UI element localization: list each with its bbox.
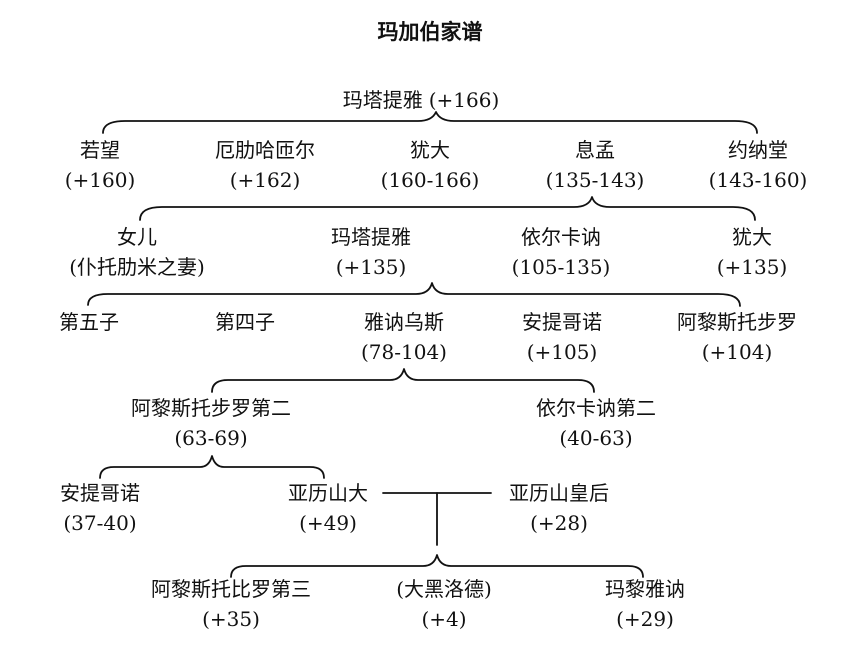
brace-generation-5	[99, 455, 325, 479]
person-name: 犹大	[410, 138, 450, 162]
person-years: (37-40)	[63, 511, 137, 535]
person-name: 若望	[79, 138, 120, 162]
person-years: (78-104)	[361, 340, 447, 364]
brace-generation-3	[87, 282, 741, 307]
person-name: 依尔卡讷	[521, 225, 601, 249]
person-name: (大黑洛德)	[396, 577, 492, 601]
person-name: 雅讷乌斯	[364, 310, 444, 334]
person-years: (+4)	[421, 607, 467, 631]
person-mattathias: 玛塔提雅(+166)	[343, 85, 500, 115]
person-aristobulus-2: 阿黎斯托步罗第二 (63-69)	[131, 393, 291, 453]
person-name: 玛塔提雅	[342, 88, 423, 112]
person-aristobulus: 阿黎斯托步罗 (+104)	[677, 307, 797, 367]
person-alexandra: 亚历山皇后 (+28)	[509, 478, 609, 538]
brace-generation-6	[230, 554, 644, 578]
person-years: (+29)	[616, 607, 674, 631]
person-years: (+35)	[202, 607, 260, 631]
person-years: (+105)	[526, 340, 598, 364]
person-daughter: 女儿 (仆托肋米之妻)	[69, 222, 205, 282]
brace-generation-2	[139, 196, 756, 221]
person-jannaeus: 雅讷乌斯 (78-104)	[361, 307, 447, 367]
person-years: (135-143)	[545, 168, 645, 192]
person-alexander: 亚历山大 (+49)	[288, 478, 368, 538]
person-name: 亚历山皇后	[509, 481, 609, 505]
person-fifth-son: 第五子	[59, 307, 119, 337]
person-name: 阿黎斯托步罗第二	[131, 396, 291, 420]
person-hyrcanus: 依尔卡讷 (105-135)	[512, 222, 611, 282]
person-name: 安提哥诺	[60, 481, 140, 505]
person-years: (+166)	[428, 88, 500, 112]
person-note: (仆托肋米之妻)	[69, 255, 205, 279]
brace-generation-4	[211, 368, 595, 393]
person-name: 第五子	[59, 310, 119, 334]
person-hyrcanus-2: 依尔卡讷第二 (40-63)	[536, 393, 656, 453]
person-name: 阿黎斯托步罗	[677, 310, 797, 334]
person-years: (+162)	[229, 168, 301, 192]
person-name: 玛黎雅讷	[605, 577, 685, 601]
person-jonathan: 约纳堂 (143-160)	[709, 135, 808, 195]
person-name: 女儿	[116, 225, 157, 249]
person-name: 亚历山大	[288, 481, 368, 505]
person-years: (+49)	[299, 511, 357, 535]
person-name: 安提哥诺	[522, 310, 602, 334]
person-name: 犹大	[731, 225, 772, 249]
person-name: 依尔卡讷第二	[536, 396, 656, 420]
person-years: (40-63)	[559, 426, 633, 450]
person-john: 若望 (+160)	[65, 135, 136, 195]
person-judas: 犹大 (160-166)	[381, 135, 480, 195]
person-mariamne: 玛黎雅讷 (+29)	[605, 574, 685, 634]
person-eleazar: 厄肋哈匝尔 (+162)	[215, 135, 315, 195]
page-title: 玛加伯家谱	[377, 20, 483, 44]
person-mattathias-2: 玛塔提雅 (+135)	[331, 222, 411, 282]
person-aristobulus-3: 阿黎斯托比罗第三 (+35)	[151, 574, 311, 634]
person-name: 阿黎斯托比罗第三	[151, 577, 311, 601]
person-years: (105-135)	[511, 255, 611, 279]
person-years: (+28)	[530, 511, 588, 535]
person-herod: (大黑洛德) (+4)	[396, 574, 492, 634]
brace-generation-1	[102, 111, 758, 134]
person-years: (143-160)	[708, 168, 808, 192]
person-years: (+135)	[335, 255, 407, 279]
person-name: 玛塔提雅	[331, 225, 411, 249]
person-antigonus-2: 安提哥诺 (37-40)	[60, 478, 140, 538]
person-years: (+160)	[64, 168, 136, 192]
person-fourth-son: 第四子	[215, 307, 275, 337]
person-name: 息孟	[575, 138, 615, 162]
person-name: 厄肋哈匝尔	[215, 138, 315, 162]
person-years: (+104)	[701, 340, 773, 364]
person-years: (+135)	[716, 255, 788, 279]
person-years: (160-166)	[380, 168, 480, 192]
person-name: 约纳堂	[728, 138, 788, 162]
person-years: (63-69)	[174, 426, 248, 450]
person-name: 第四子	[215, 310, 275, 334]
person-antigonus: 安提哥诺 (+105)	[522, 307, 602, 367]
person-judas-2: 犹大 (+135)	[717, 222, 788, 282]
person-simon: 息孟 (135-143)	[546, 135, 645, 195]
